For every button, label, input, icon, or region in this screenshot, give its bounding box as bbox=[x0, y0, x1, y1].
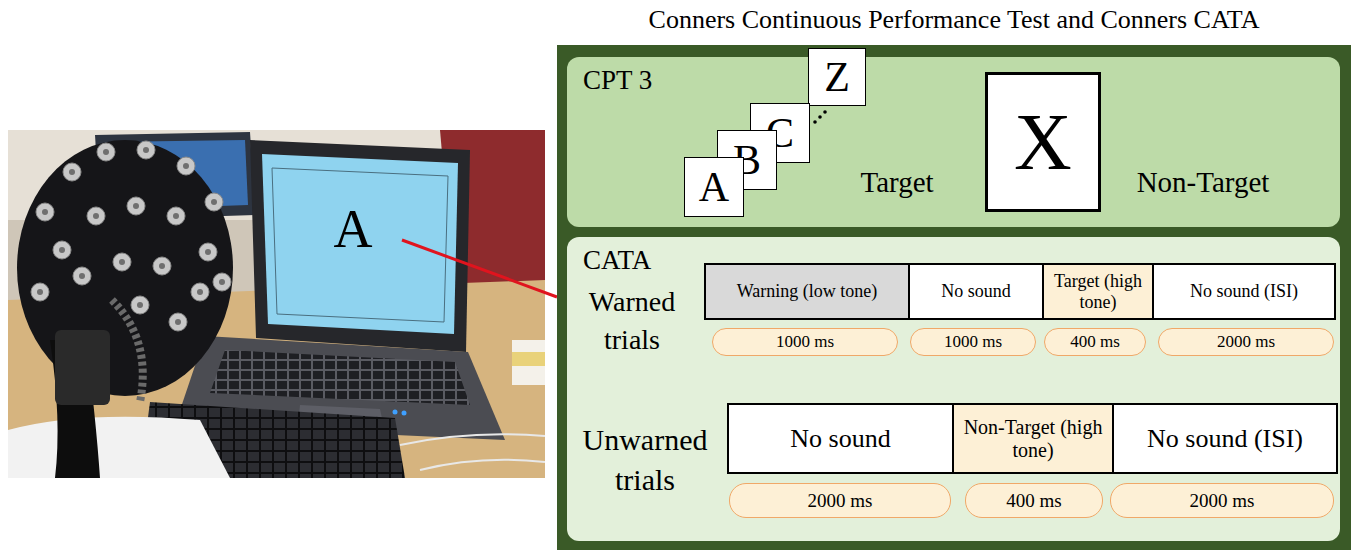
box-label: No sound bbox=[941, 281, 1011, 302]
panel-heading: CPT 3 bbox=[583, 65, 652, 96]
box-label: 1000 ms bbox=[776, 332, 834, 352]
panel-heading: CATA bbox=[583, 245, 651, 276]
letter-card: Z bbox=[808, 48, 866, 106]
trial-segment: No sound bbox=[727, 403, 954, 474]
box-label: Z bbox=[824, 53, 850, 101]
cpt-panel: CPT 3ABCZX bbox=[567, 57, 1340, 227]
duration-pill: 400 ms bbox=[1044, 328, 1146, 356]
trial-segment: No sound (ISI) bbox=[1112, 403, 1338, 474]
trial-segment: Target (high tone) bbox=[1042, 263, 1154, 320]
box-label: A bbox=[699, 163, 729, 211]
box-label: No sound bbox=[790, 424, 890, 454]
duration-pill: 1000 ms bbox=[712, 328, 898, 356]
duration-pill: 2000 ms bbox=[1158, 328, 1334, 356]
letter-card: X bbox=[985, 72, 1101, 212]
trial-segment: Warning (low tone) bbox=[704, 263, 910, 320]
stimulus-label: Target bbox=[842, 165, 952, 200]
box-label: Non-Target (high tone) bbox=[958, 416, 1108, 462]
duration-pill: 400 ms bbox=[965, 483, 1103, 518]
cata-panel: CATA Warning (low tone) No sound Target (hi… bbox=[567, 237, 1340, 541]
box-label: No sound (ISI) bbox=[1147, 424, 1303, 454]
box-label: 1000 ms bbox=[944, 332, 1002, 352]
box-label: Warning (low tone) bbox=[737, 281, 878, 302]
outer-panel: Conners Continuous Performance Test and … bbox=[557, 45, 1351, 550]
trial-type-label: Warned trials bbox=[572, 283, 692, 359]
box-label: 400 ms bbox=[1070, 332, 1120, 352]
panel-title: Conners Continuous Performance Test and … bbox=[557, 5, 1351, 35]
box-label: 2000 ms bbox=[808, 490, 873, 512]
box-label: 2000 ms bbox=[1217, 332, 1275, 352]
duration-pill: 2000 ms bbox=[729, 483, 951, 518]
photo-scene bbox=[8, 130, 545, 478]
box-label: 2000 ms bbox=[1190, 490, 1255, 512]
box-label: No sound (ISI) bbox=[1190, 281, 1298, 302]
box-label: Target (high tone) bbox=[1048, 271, 1148, 312]
trial-segment: No sound (ISI) bbox=[1152, 263, 1336, 320]
trial-segment: Non-Target (high tone) bbox=[952, 403, 1114, 474]
stimulus-label: Non-Target bbox=[1118, 165, 1288, 200]
leader-line bbox=[402, 240, 557, 297]
trial-segment: No sound bbox=[908, 263, 1044, 320]
duration-pill: 2000 ms bbox=[1110, 483, 1334, 518]
letter-card: A bbox=[684, 157, 744, 217]
box-label: X bbox=[1014, 96, 1072, 188]
duration-pill: 1000 ms bbox=[910, 328, 1036, 356]
trial-type-label: Unwarned trials bbox=[569, 420, 721, 500]
screen-letter: A bbox=[313, 200, 393, 259]
box-label: 400 ms bbox=[1006, 490, 1061, 512]
